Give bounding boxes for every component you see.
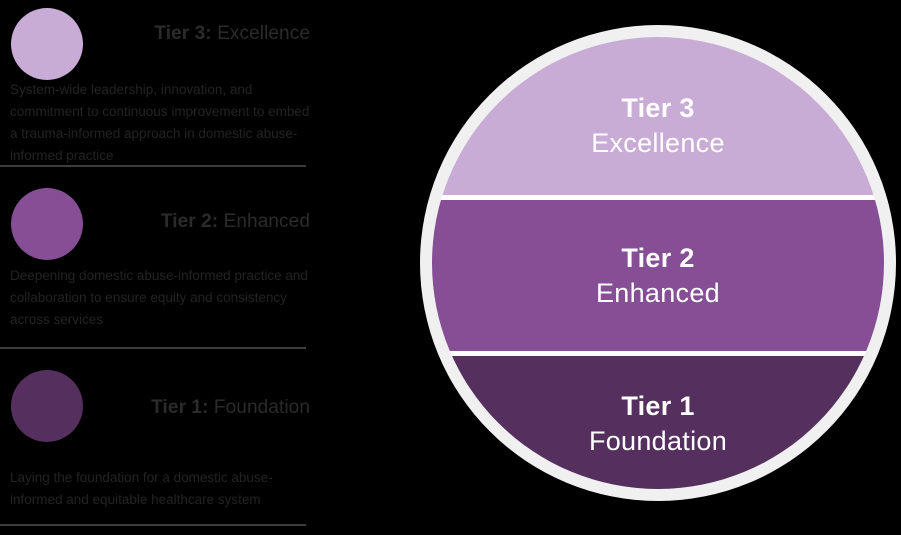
legend-item-tier-2: Tier 2: Enhanced Deepening domestic abus…: [0, 174, 340, 349]
tier-3-heading: Tier 3: Excellence: [60, 23, 310, 45]
legend-item-tier-1: Tier 1: Foundation Laying the foundation…: [0, 348, 340, 535]
tier-circle-inner: Tier 3 Excellence Tier 2 Enhanced Tier 1…: [432, 37, 884, 489]
tier-3-heading-label: Excellence: [211, 23, 310, 44]
circle-band-tier-1-number: Tier 1: [621, 390, 695, 421]
tier-circle-diagram: Tier 3 Excellence Tier 2 Enhanced Tier 1…: [420, 25, 896, 501]
tier-1-heading-number: Tier 1:: [151, 397, 209, 418]
tier-3-divider: [0, 165, 306, 167]
tier-2-bullet-circle: [11, 188, 83, 260]
circle-band-tier-3-number: Tier 3: [621, 93, 695, 123]
tier-3-bullet-circle: [11, 8, 83, 80]
tier-1-heading-label: Foundation: [208, 397, 310, 418]
tier-2-divider: [0, 347, 306, 349]
circle-band-tier-1-label: Foundation: [588, 425, 728, 456]
tier-legend-panel: Tier 3: Excellence System-wide leadershi…: [0, 0, 340, 535]
tier-1-divider: [0, 524, 306, 526]
circle-band-tier-2-label: Enhanced: [595, 277, 720, 308]
tier-2-heading: Tier 2: Enhanced: [60, 211, 310, 233]
circle-band-tier-1: Tier 1 Foundation: [432, 356, 884, 489]
circle-band-tier-2-number: Tier 2: [621, 242, 695, 273]
tier-2-heading-number: Tier 2:: [160, 211, 219, 232]
legend-item-tier-3: Tier 3: Excellence System-wide leadershi…: [0, 0, 340, 174]
circle-band-tier-3: Tier 3 Excellence: [432, 37, 884, 195]
tier-1-description: Laying the foundation for a domestic abu…: [10, 470, 273, 507]
tier-2-heading-label: Enhanced: [218, 211, 310, 232]
tier-1-bullet-circle: [11, 370, 83, 442]
tier-1-heading: Tier 1: Foundation: [60, 397, 310, 419]
circle-band-tier-2: Tier 2 Enhanced: [432, 200, 884, 351]
tier-2-description: Deepening domestic abuse-informed practi…: [10, 268, 308, 327]
tier-3-description: System-wide leadership, innovation, and …: [10, 82, 310, 163]
tier-3-heading-number: Tier 3:: [154, 23, 212, 44]
circle-band-tier-3-label: Excellence: [591, 128, 725, 158]
